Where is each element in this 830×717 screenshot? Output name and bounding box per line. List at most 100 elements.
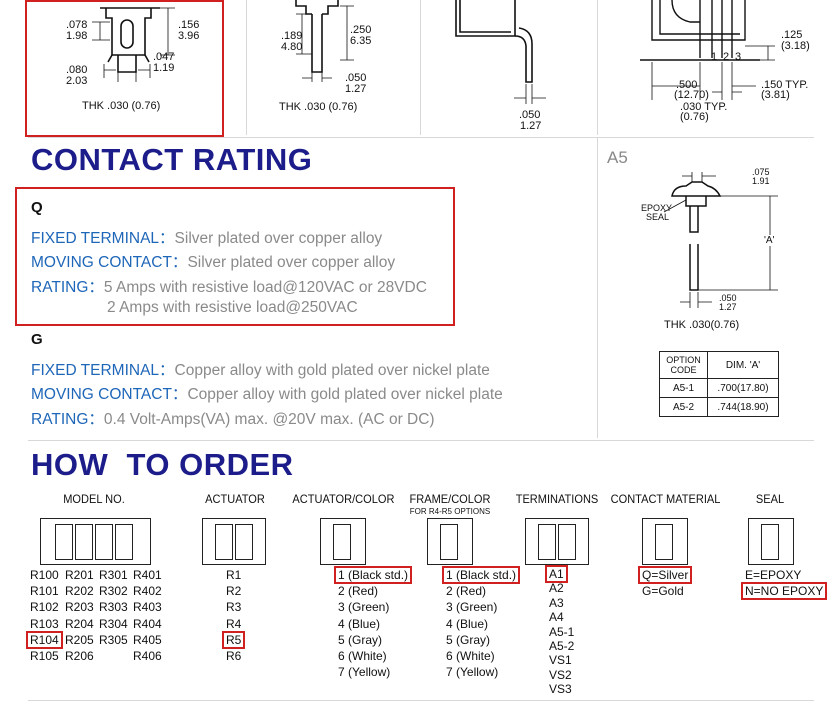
dim-a4-d3: .150 TYP. [761,79,809,91]
model-list-col-3: R301 R302 R303 R304 R305 [99,567,128,648]
termination-option: A5-1 [549,624,575,639]
contact-material-option-selected: Q=Silver [638,566,693,584]
a5-epoxy: EPOXY [641,203,673,213]
dim-a2-h2: .250 [350,24,372,36]
actuator-option: R4 [226,616,242,631]
g-moving-value: Copper alloy with gold plated over nicke… [187,386,503,403]
terminations-list: A1 A2 A3 A4 A5-1 A5-2 VS1 VS2 VS3 [545,565,575,697]
g-fixed-terminal: FIXED TERMINAL：Copper alloy with gold pl… [31,358,490,380]
model-option: R202 [65,584,94,599]
highlight-box-drawing-a1 [25,0,224,137]
a5-table-header-dim: DIM. 'A' [707,351,779,379]
seal-list: E=EPOXY N=NO EPOXY [741,567,828,601]
seal-option-selected: N=NO EPOXY [741,582,828,601]
termination-option-a1: A1 [545,565,568,583]
model-option: R101 [30,584,59,599]
model-list-col-4: R401 R402 R403 R404 R405 R406 [133,567,162,664]
code-cell [538,524,556,560]
terminal-a5-outline [663,172,778,308]
code-cell [655,524,673,560]
terminal-a3-outline [455,0,546,104]
dim-a1-w1-mm: 1.98 [66,30,88,42]
a5-seal: SEAL [646,212,670,222]
termination-option: A2 [549,581,564,596]
model-option: R100 [30,568,59,582]
code-cell [558,524,576,560]
g-moving-label: MOVING CONTACT： [31,386,188,403]
pin-1: 1 [711,51,718,63]
q-rating-value-1: 5 Amps with resistive load@120VAC or 28V… [103,279,427,296]
how-to-order-title: HOW TO ORDER [31,447,294,482]
g-rating-label: RATING： [31,411,104,428]
model-option: R203 [65,600,94,615]
terminal-a1-outline [92,7,175,82]
dim-a2-h1: .189 [281,30,303,42]
code-cell [55,524,73,560]
code-cell [440,524,458,560]
model-option: R405 [133,632,162,647]
model-option: R406 [133,649,162,664]
dim-a5-d2: .050 [719,293,737,303]
contact-material-option-silver: Q=Silver [638,566,693,584]
dim-a1-w3-mm: 2.03 [66,75,88,87]
pin-3: 3 [735,51,742,63]
pin-2: 2 [723,51,730,63]
termination-option: VS1 [549,653,572,668]
model-option: R303 [99,600,128,615]
model-option: R201 [65,568,94,582]
terminal-a4-outline [640,0,775,100]
col-head-contact-material: CONTACT MATERIAL [610,492,721,506]
contact-rating-title: CONTACT RATING [31,142,313,177]
thk-a1: THK .030 (0.76) [82,100,161,112]
dim-a5-d1-mm: 1.91 [752,176,770,186]
termination-option: A4 [549,610,564,625]
frame-color-option: 6 (White) [446,649,495,664]
g-fixed-value: Copper alloy with gold plated over nicke… [174,362,490,379]
model-option: R305 [99,632,128,647]
a5-table-header-code: OPTION CODE [659,351,708,379]
a5-table-cell: .744(18.90) [707,397,779,417]
g-rating: RATING：0.4 Volt-Amps(VA) max. @20V max. … [31,407,435,429]
code-cell [115,524,133,560]
col-head-actuator-color: ACTUATOR/COLOR [292,492,395,506]
q-moving-contact: MOVING CONTACT：Silver plated over copper… [31,250,395,272]
code-cell [215,524,233,560]
model-option: R103 [30,616,59,631]
col-head-frame-color: FRAME/COLOR [409,492,491,506]
dim-a5-a: 'A' [764,235,775,246]
actuator-option: R6 [226,649,242,664]
dim-a3-w1: .050 [519,109,541,121]
model-option: R402 [133,584,162,599]
q-moving-value: Silver plated over copper alloy [187,254,396,271]
q-fixed-label: FIXED TERMINAL： [31,230,175,247]
model-option: R102 [30,600,59,615]
termination-option: A3 [549,595,564,610]
frame-color-option: 7 (Yellow) [446,665,499,680]
code-cell [95,524,113,560]
dim-a2-w1-mm: 1.27 [345,83,367,95]
model-option: R204 [65,616,94,631]
col-head-terminations: TERMINATIONS [515,492,599,506]
col-head-seal: SEAL [755,492,785,506]
q-fixed-terminal: FIXED TERMINAL：Silver plated over copper… [31,226,382,248]
dim-a2-w1: .050 [345,72,367,84]
contact-material-code-box [642,518,688,565]
col-sub-frame-color: FOR R4-R5 OPTIONS [409,507,491,516]
code-cell [235,524,253,560]
actuator-option: R3 [226,600,242,615]
dim-a1-h1: .156 [178,19,200,31]
termination-option: VS3 [549,682,572,697]
actuator-option-r5: R5 [222,630,246,649]
frame-color-option: 4 (Blue) [446,616,489,631]
code-cell [75,524,93,560]
dim-a2-h2-mm: 6.35 [350,35,372,47]
model-option: R205 [65,632,94,647]
dim-a1-h1-mm: 3.96 [178,30,200,42]
dim-a5-d2-mm: 1.27 [719,302,737,312]
actuator-color-option: 5 (Gray) [338,632,383,647]
termination-option: A5-2 [549,639,575,654]
frame-color-list: 1 (Black std.) 2 (Red) 3 (Green) 4 (Blue… [442,566,521,680]
actuator-option: R1 [226,568,242,582]
frame-color-code-box [427,518,473,565]
q-fixed-value: Silver plated over copper alloy [174,230,383,247]
